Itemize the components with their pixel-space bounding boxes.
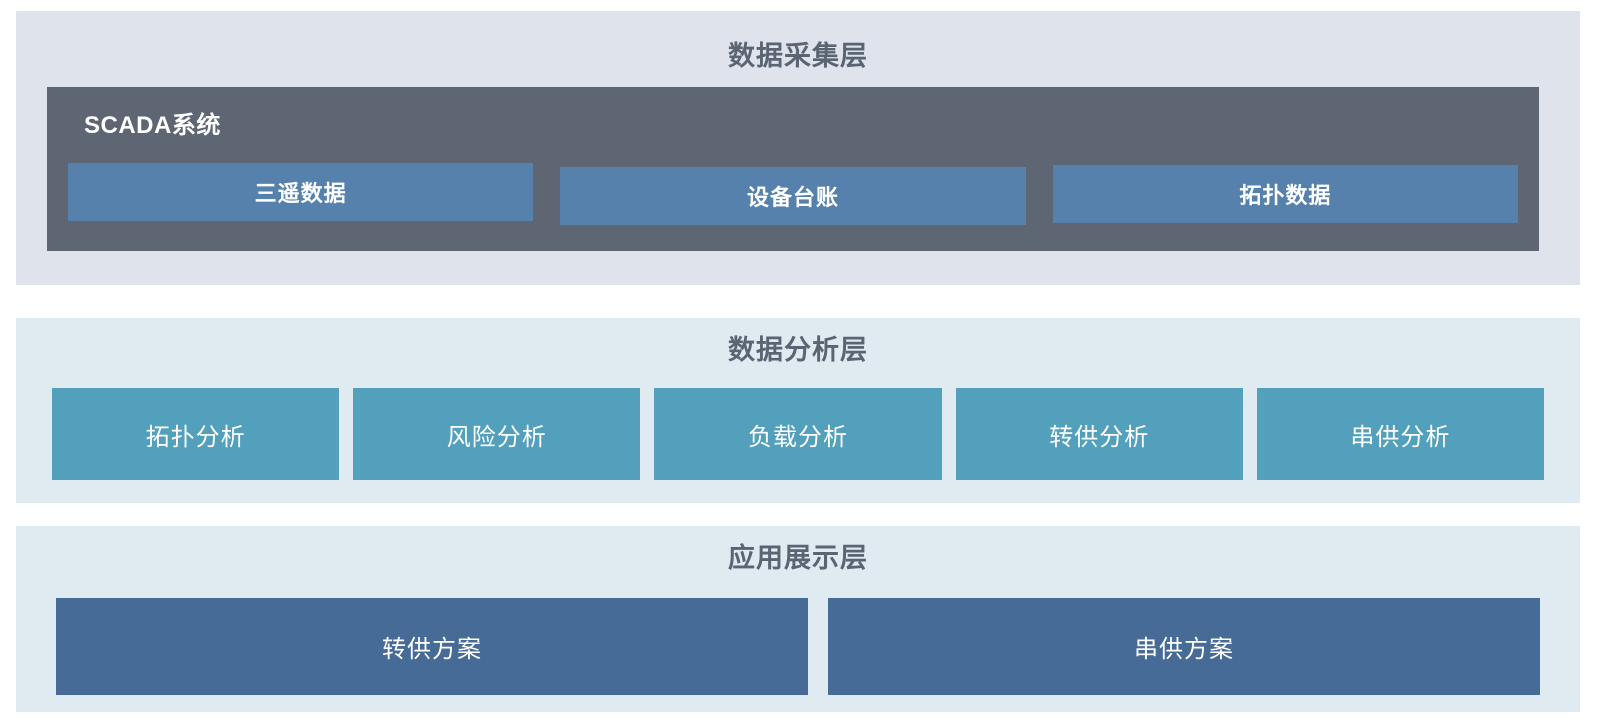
analysis-box-load[interactable]: 负载分析 xyxy=(654,388,942,480)
scada-box-telemetry[interactable]: 三遥数据 xyxy=(68,163,534,221)
application-box-transfer-supply-plan[interactable]: 转供方案 xyxy=(56,598,808,695)
layer-title-data-analysis: 数据分析层 xyxy=(728,335,868,365)
layer-title-data-acquisition: 数据采集层 xyxy=(728,41,868,71)
layer-application-display: 应用展示层 转供方案 串供方案 xyxy=(16,526,1580,712)
analysis-box-topology[interactable]: 拓扑分析 xyxy=(52,388,340,480)
layer-title-application-display: 应用展示层 xyxy=(728,543,868,573)
application-box-row: 转供方案 串供方案 xyxy=(56,598,1540,695)
scada-box-equipment-ledger[interactable]: 设备台账 xyxy=(560,167,1026,225)
layer-data-acquisition: 数据采集层 SCADA系统 三遥数据 设备台账 拓扑数据 xyxy=(16,11,1580,285)
scada-box-topology-data[interactable]: 拓扑数据 xyxy=(1052,165,1518,223)
scada-system-panel: SCADA系统 三遥数据 设备台账 拓扑数据 xyxy=(47,87,1539,251)
analysis-box-risk[interactable]: 风险分析 xyxy=(353,388,641,480)
analysis-box-series-supply[interactable]: 串供分析 xyxy=(1256,388,1545,480)
analysis-box-row: 拓扑分析 风险分析 负载分析 转供分析 串供分析 xyxy=(52,388,1545,480)
layer-data-analysis: 数据分析层 拓扑分析 风险分析 负载分析 转供分析 串供分析 xyxy=(16,318,1580,503)
scada-system-label: SCADA系统 xyxy=(84,112,221,139)
scada-box-row: 三遥数据 设备台账 拓扑数据 xyxy=(68,163,1518,225)
application-box-series-supply-plan[interactable]: 串供方案 xyxy=(828,598,1540,695)
analysis-box-transfer-supply[interactable]: 转供分析 xyxy=(955,388,1243,480)
